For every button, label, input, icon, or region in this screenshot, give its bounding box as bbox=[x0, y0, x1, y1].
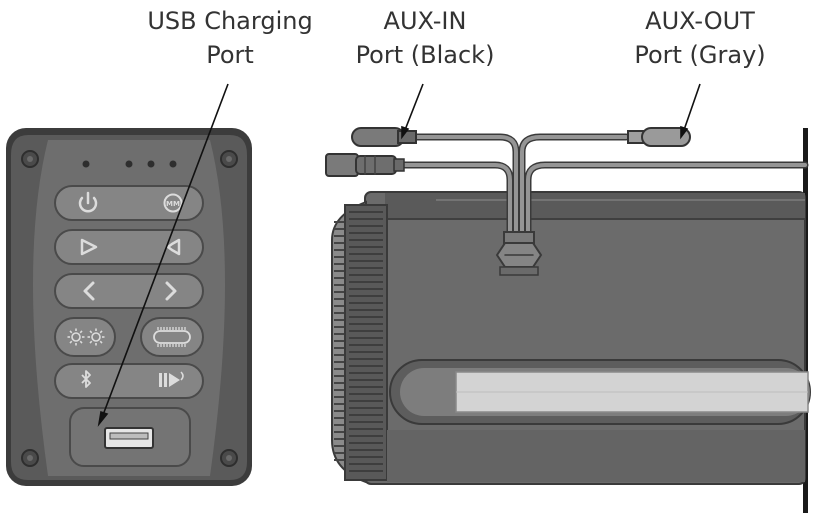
cables bbox=[398, 135, 807, 252]
indicator-leds bbox=[82, 160, 177, 168]
speaker-end-ring bbox=[344, 204, 388, 481]
button-bt-play[interactable] bbox=[54, 363, 204, 399]
power-icon[interactable] bbox=[78, 191, 98, 213]
aux-out-plug bbox=[627, 127, 691, 147]
button-track[interactable] bbox=[54, 273, 204, 309]
aux-out-label-line2: Port (Gray) bbox=[634, 41, 766, 69]
aux-out-label-line1: AUX-OUT bbox=[645, 7, 755, 35]
bluetooth-icon[interactable] bbox=[81, 370, 91, 388]
button-lights[interactable] bbox=[54, 317, 204, 357]
cable-gland bbox=[495, 231, 543, 276]
button-power-mode[interactable]: MM bbox=[54, 185, 204, 221]
next-icon[interactable] bbox=[165, 281, 177, 301]
leader-aux-out bbox=[683, 83, 701, 131]
speaker-top-ridge bbox=[385, 193, 805, 219]
button-volume[interactable] bbox=[54, 229, 204, 265]
aux-in-port-label: AUX-IN Port (Black) bbox=[330, 4, 520, 72]
volume-down-icon[interactable] bbox=[166, 238, 181, 256]
speaker-body bbox=[331, 128, 811, 513]
volume-up-icon[interactable] bbox=[80, 238, 98, 256]
previous-icon[interactable] bbox=[83, 281, 95, 301]
leader-aux-in bbox=[404, 83, 424, 131]
usb-charging-port-label: USB Charging Port bbox=[130, 4, 330, 72]
leader-lines bbox=[97, 83, 701, 427]
leader-usb bbox=[102, 83, 229, 416]
usb-label-line1: USB Charging bbox=[147, 7, 313, 35]
leader-usb-arrow bbox=[97, 410, 109, 427]
usb-label-line2: Port bbox=[206, 41, 254, 69]
speaker-lower-body bbox=[387, 430, 805, 482]
aux-out-port-label: AUX-OUT Port (Gray) bbox=[610, 4, 790, 72]
play-pause-icon[interactable] bbox=[159, 371, 184, 387]
light-mode-icon[interactable] bbox=[67, 328, 105, 346]
power-connector bbox=[325, 153, 405, 177]
control-panel: MM bbox=[6, 128, 252, 486]
aux-in-label-line2: Port (Black) bbox=[355, 41, 495, 69]
usb-port-area bbox=[69, 407, 191, 467]
usb-port-icon[interactable] bbox=[104, 427, 154, 449]
light-bar-icon[interactable] bbox=[153, 327, 191, 347]
svg-text:MM: MM bbox=[166, 200, 180, 208]
aux-in-label-line1: AUX-IN bbox=[383, 7, 467, 35]
mode-icon[interactable]: MM bbox=[163, 193, 183, 213]
cable-assembly bbox=[325, 127, 809, 276]
